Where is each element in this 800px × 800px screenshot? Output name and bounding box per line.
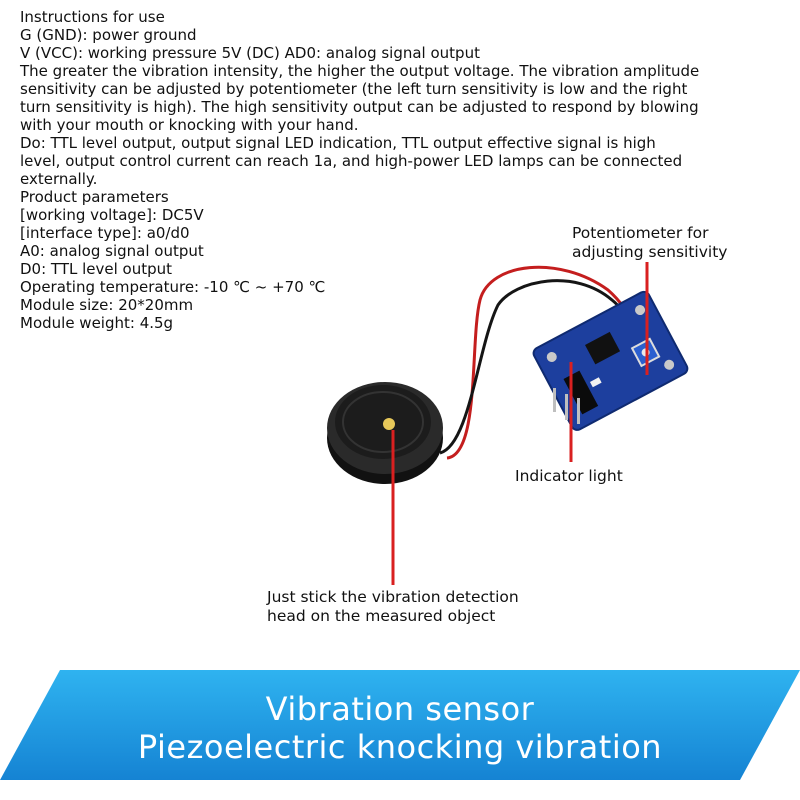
- instructions-line: G (GND): power ground: [20, 26, 197, 44]
- piezo-disc-top: [335, 385, 431, 459]
- instructions-line: A0: analog signal output: [20, 242, 204, 260]
- callout-line: Just stick the vibration detection: [267, 588, 519, 606]
- banner-title-line: Vibration sensor: [265, 690, 535, 728]
- product-photo: [327, 262, 689, 585]
- piezo-center-hole: [383, 418, 395, 430]
- head-callout: Just stick the vibration detection head …: [267, 588, 519, 626]
- potentiometer-callout: Potentiometer for adjusting sensitivity: [572, 224, 727, 262]
- led: [589, 377, 602, 388]
- banner-shape: [0, 670, 800, 780]
- instructions-text: Instructions for use G (GND): power grou…: [20, 8, 790, 332]
- instructions-line: D0: TTL level output: [20, 260, 173, 278]
- callout-line: adjusting sensitivity: [572, 243, 728, 261]
- banner-title: Vibration sensor Piezoelectric knocking …: [0, 690, 800, 766]
- instructions-line: Instructions for use: [20, 8, 165, 26]
- instructions-line: turn sensitivity is high). The high sens…: [20, 98, 699, 116]
- instructions-line: level, output control current can reach …: [20, 152, 683, 170]
- instructions-line: Do: TTL level output, output signal LED …: [20, 134, 656, 152]
- instructions-line: sensitivity can be adjusted by potentiom…: [20, 80, 688, 98]
- header-pin: [565, 394, 568, 420]
- title-banner: [0, 670, 800, 780]
- header-pin: [577, 398, 580, 424]
- instructions-line: externally.: [20, 170, 98, 188]
- banner-title-line: Piezoelectric knocking vibration: [137, 728, 663, 766]
- instructions-line: The greater the vibration intensity, the…: [20, 62, 700, 80]
- indicator-callout: Indicator light: [515, 467, 623, 486]
- instructions-line: Product parameters: [20, 188, 169, 206]
- callout-line: Potentiometer for: [572, 224, 709, 242]
- instructions-line: Module size: 20*20mm: [20, 296, 194, 314]
- instructions-line: Operating temperature: -10 ℃ ~ +70 ℃: [20, 278, 326, 296]
- piezo-disc-ring: [342, 391, 424, 453]
- instructions-line: with your mouth or knocking with your ha…: [20, 116, 359, 134]
- header-pin: [553, 388, 556, 412]
- instructions-line: [interface type]: a0/d0: [20, 224, 190, 242]
- instructions-line: Module weight: 4.5g: [20, 314, 174, 332]
- instructions-line: [working voltage]: DC5V: [20, 206, 204, 224]
- red-wire: [446, 265, 634, 460]
- callout-line: head on the measured object: [267, 607, 496, 625]
- ic-chip: [585, 331, 621, 365]
- callout-line: Indicator light: [515, 467, 623, 485]
- instructions-line: V (VCC): working pressure 5V (DC) AD0: a…: [20, 44, 480, 62]
